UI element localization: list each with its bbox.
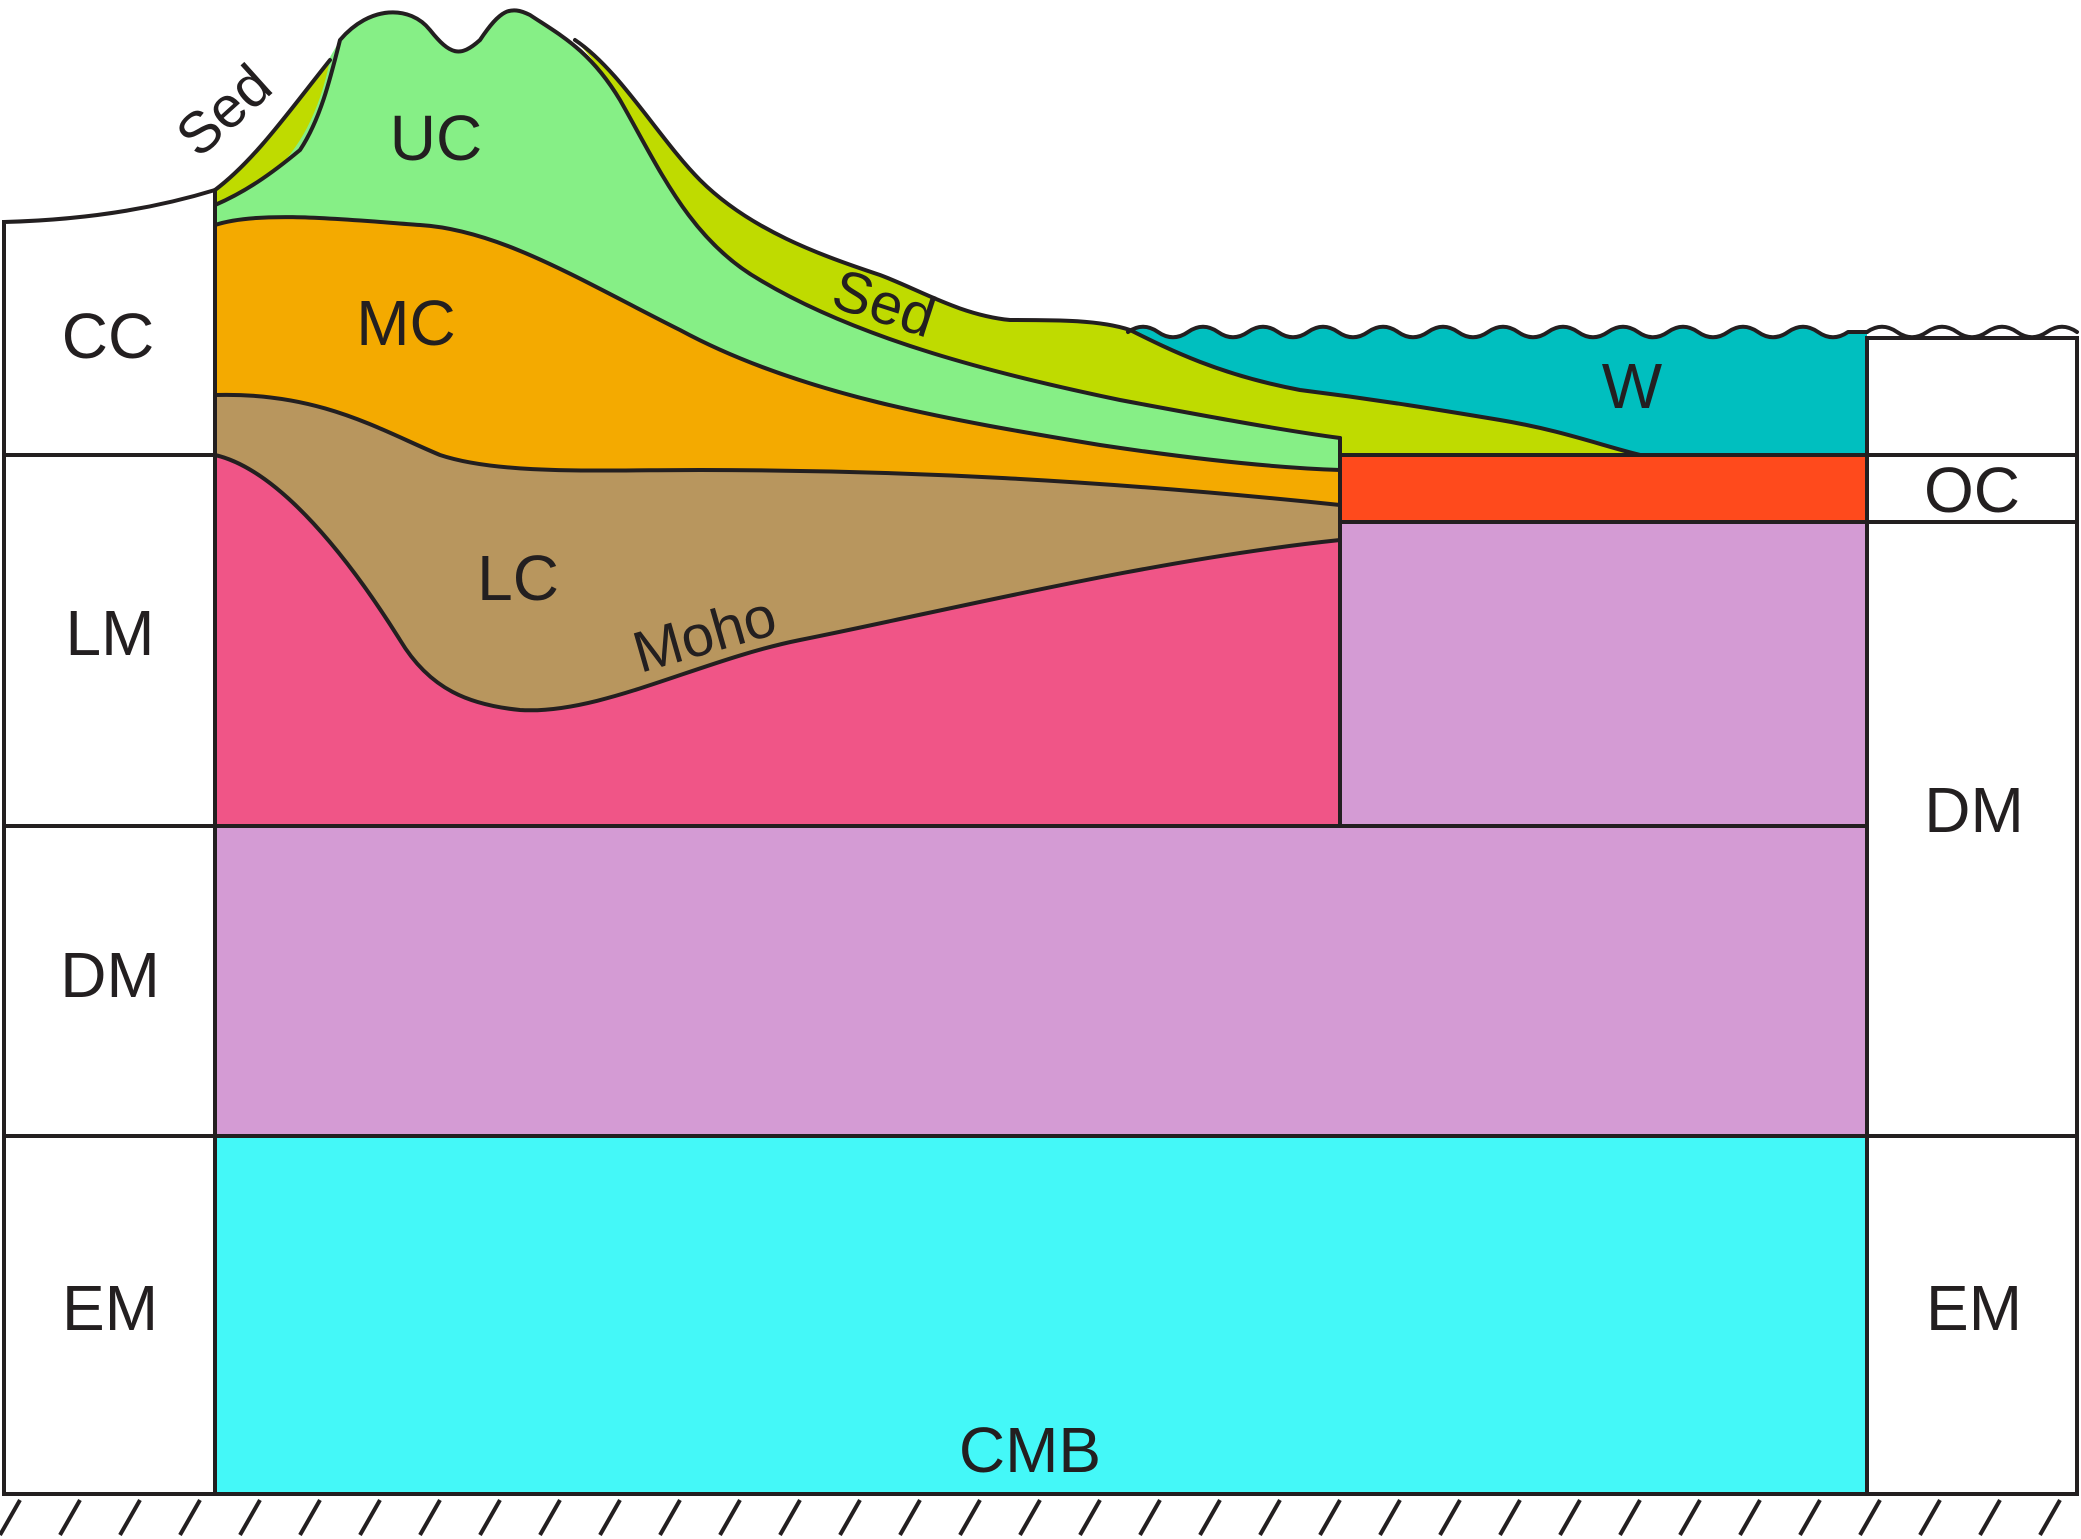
left-column-dm-box [2, 824, 217, 1138]
enriched-mantle-region [215, 1136, 1867, 1494]
upper-crust-region [215, 10, 1340, 471]
w-label: W [1602, 350, 1663, 422]
mc-label: MC [356, 287, 456, 359]
middle-crust-region [215, 217, 1340, 506]
lc-label: LC [477, 542, 559, 614]
water-surface-line [1126, 324, 1869, 340]
left-column-em-box [2, 1134, 217, 1496]
mc-lc-boundary-line [213, 392, 1342, 507]
right-wavy-surface-line [1865, 324, 2079, 340]
right-column-top-box [1865, 336, 2079, 457]
right-dm-label: DM [1924, 774, 2024, 846]
moho-boundary-line [213, 453, 1342, 713]
left-column-cc-box [2, 187, 217, 457]
water-region [1128, 326, 1867, 455]
oceanic-crust-region [1340, 455, 1867, 522]
left-dm-label: DM [60, 939, 160, 1011]
right-em-label: EM [1926, 1272, 2022, 1344]
left-em-label: EM [62, 1272, 158, 1344]
right-column-dm-box [1865, 520, 2079, 1138]
cmb-label: CMB [959, 1414, 1101, 1486]
ground-hatching [0, 1492, 2077, 1536]
surface-line [213, 38, 1642, 457]
uc-label: UC [390, 102, 482, 174]
uc-mc-boundary-line [213, 215, 1342, 472]
left-lm-label: LM [66, 597, 155, 669]
right-column-oc-box [1865, 453, 2079, 524]
sediment-right-region [575, 40, 1640, 455]
right-column-em-box [1865, 1134, 2079, 1496]
left-cc-label: CC [62, 300, 154, 372]
lower-crust-region [215, 394, 1340, 711]
right-oc-label: OC [1924, 454, 2020, 526]
depleted-mantle-region [215, 522, 1867, 1136]
uc-sed-boundary-line [213, 8, 1342, 440]
left-column-lm-box [2, 453, 217, 828]
